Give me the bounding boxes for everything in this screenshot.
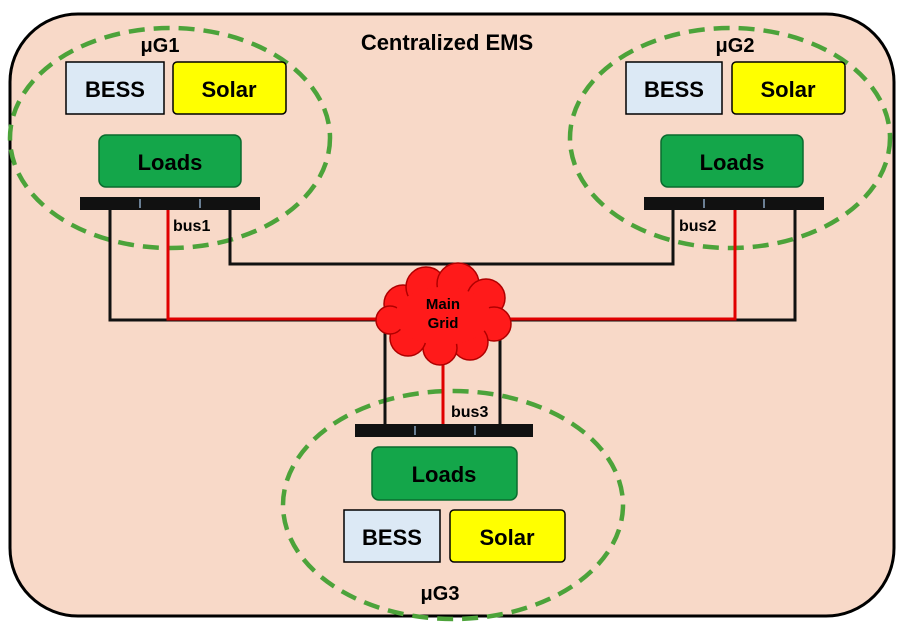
main-grid-label-line2: Grid (428, 315, 459, 332)
bus-bar-3 (355, 424, 533, 437)
bus-bar-2 (644, 197, 824, 210)
ug1-solar-label: Solar (201, 77, 256, 102)
ug1-label: μG1 (141, 35, 180, 57)
ug1-loads-box (98, 134, 242, 188)
ug2-bess-box (625, 61, 723, 115)
ug2-loads-label: Loads (700, 150, 765, 175)
ug3-loads-box (371, 446, 518, 501)
ug2-bess-label: BESS (644, 77, 704, 102)
diagram-title: Centralized EMS (361, 30, 533, 55)
bus1-label: bus1 (173, 218, 210, 235)
ug1-bess-label: BESS (85, 77, 145, 102)
ug1-bess-box (65, 61, 165, 115)
bus-bar-1 (80, 197, 260, 210)
ug3-solar-box (449, 509, 566, 563)
ug3-bess-label: BESS (362, 525, 422, 550)
ug1-solar-box (172, 61, 287, 115)
ug3-label: μG3 (421, 583, 460, 605)
ug3-loads-label: Loads (412, 462, 477, 487)
red-line-bus1-grid (166, 204, 440, 321)
ug2-boundary (567, 25, 893, 251)
bus2-label: bus2 (679, 218, 716, 235)
main-grid-label-line1: Main (426, 296, 460, 313)
ug3-bess-box (343, 509, 441, 563)
ug2-label: μG2 (716, 35, 755, 57)
ug2-solar-box (731, 61, 846, 115)
ug3-solar-label: Solar (479, 525, 534, 550)
ug2-solar-label: Solar (760, 77, 815, 102)
red-line-bus2-grid (445, 204, 737, 321)
ug2-loads-box (660, 134, 804, 188)
ug1-boundary (7, 25, 333, 251)
bus3-label: bus3 (451, 404, 488, 421)
ug3-boundary (280, 388, 626, 622)
ug1-loads-label: Loads (138, 150, 203, 175)
